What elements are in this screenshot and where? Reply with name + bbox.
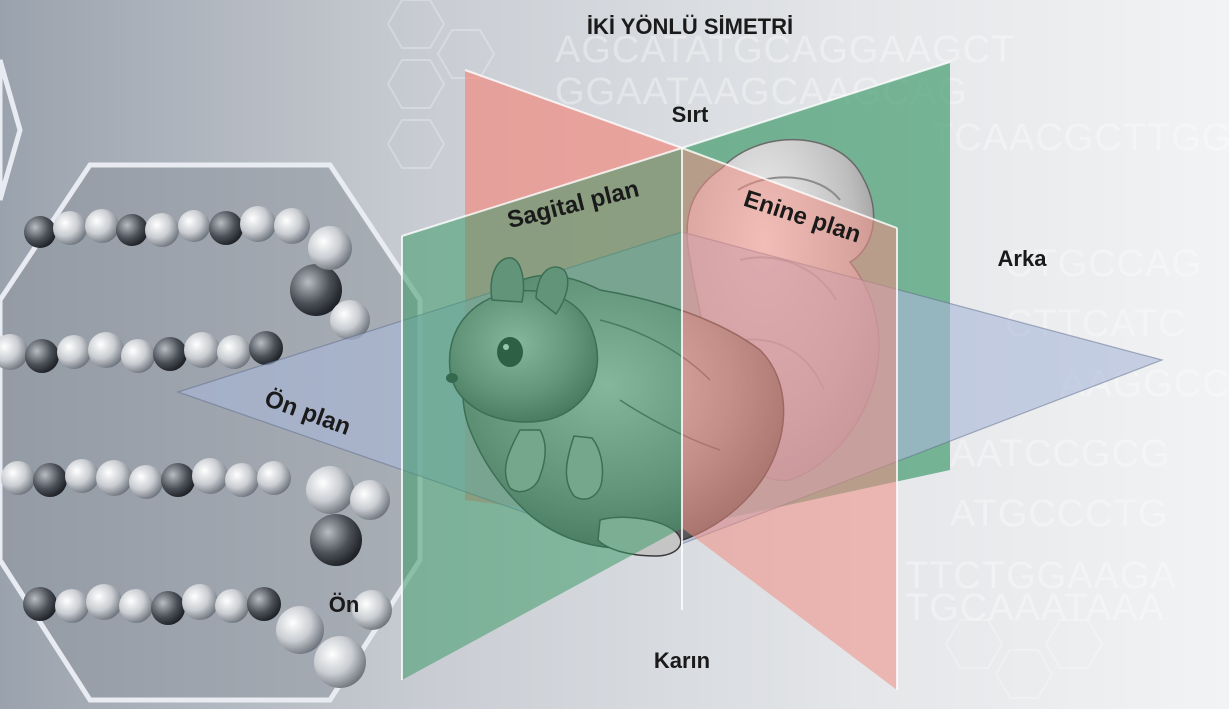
label-posterior: Arka (998, 246, 1048, 271)
dna-line-7: AATCCGCG (950, 433, 1171, 475)
diagram-title: İKİ YÖNLÜ SİMETRİ (587, 14, 793, 39)
dna-line-3: TCAACGCTTGGT (930, 117, 1229, 159)
dna-line-10: TGCAAATAAA (905, 587, 1165, 629)
label-ventral: Karın (654, 648, 710, 673)
dna-line-8: ATGCCCTG (950, 493, 1168, 535)
label-anterior: Ön (329, 592, 360, 617)
label-dorsal: Sırt (672, 102, 709, 127)
